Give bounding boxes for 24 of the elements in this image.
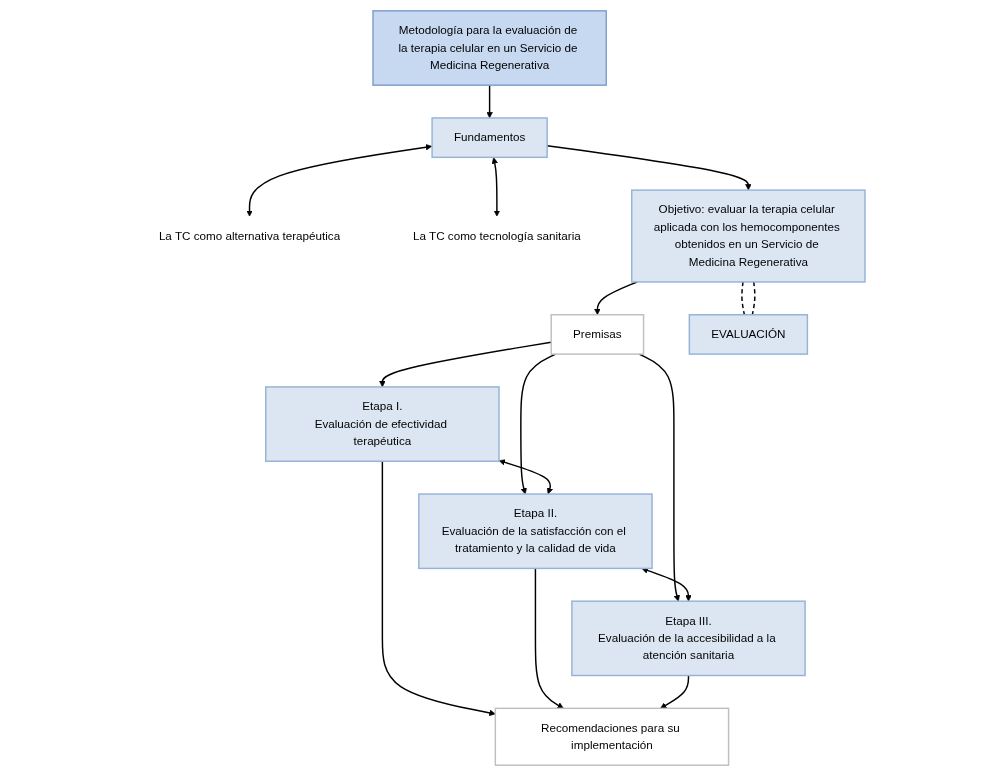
arrow [491,157,501,217]
arrow [486,84,493,119]
node-text: La TC como alternativa terapéutica [158,229,341,242]
arrow [641,567,692,602]
arrow [379,341,552,388]
arrow [498,459,553,495]
arrow [246,144,433,217]
node-text: La TC como tecnología sanitaria [413,229,581,242]
node-box: Objetivo: evaluar la terapia celular aplicada con los hemocomponentes obtenidos en un Servicio de Medicina Regenerativa [631,189,866,283]
node-box: Etapa III. Evaluación de la accesibilidad a la atención sanitaria [571,600,806,677]
arrow [660,674,690,709]
node-box: Etapa I. Evaluación de efectividad terapéutica [265,386,500,462]
node-box: EVALUACIÓN [688,314,809,355]
arrow [638,353,680,602]
connector [751,281,756,316]
connector [741,281,746,316]
arrow [594,281,638,316]
node-box: Metodología para la evaluación de la terapia celular en un Servicio de Medicina Regenerativa [372,10,607,86]
arrow [534,567,564,709]
arrow [381,460,496,716]
node-box: Premisas [550,314,645,355]
node-box: Fundamentos [431,117,548,159]
node-box: Recomendaciones para su implementación [494,707,730,766]
node-box: Etapa II. Evaluación de la satisfacción con el tratamiento y la calidad de vida [418,493,653,570]
